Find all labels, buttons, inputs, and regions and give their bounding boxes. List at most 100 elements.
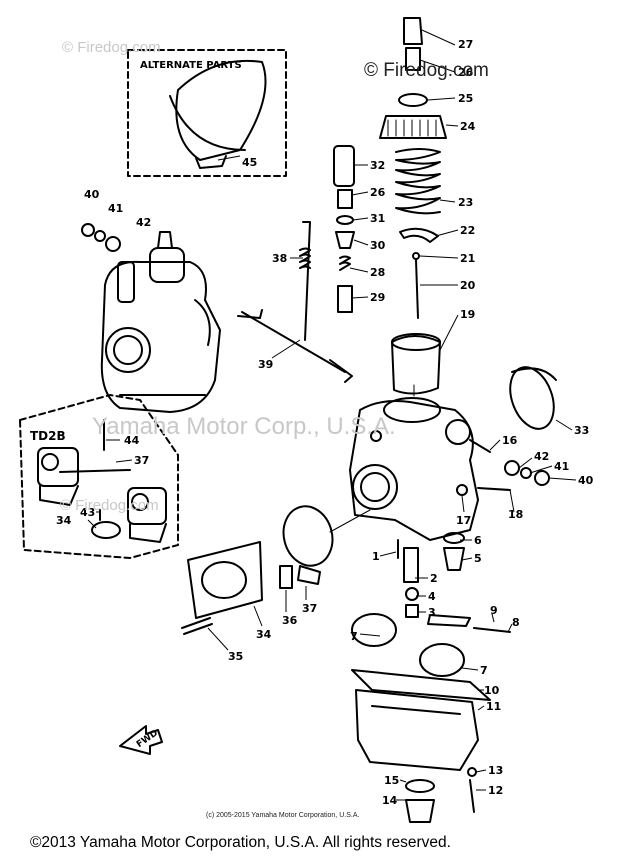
washer-6 — [443, 532, 465, 544]
callout-23: 23 — [458, 196, 473, 209]
main-jet-3 — [405, 604, 419, 618]
callout-4: 4 — [428, 590, 436, 603]
callout-25: 25 — [458, 92, 473, 105]
pilot-jet-5 — [443, 547, 465, 571]
nut-26 — [405, 47, 421, 71]
inset-carb-right — [127, 487, 167, 525]
callout-41-left: 41 — [108, 202, 123, 215]
gasket-10 — [351, 669, 491, 701]
adjuster-27 — [403, 17, 423, 45]
main-carb-mouth — [383, 397, 441, 423]
callout-36: 36 — [282, 614, 298, 627]
callout-24: 24 — [460, 120, 476, 133]
callout-10: 10 — [484, 684, 500, 697]
clip-22 — [399, 227, 439, 243]
washer-4 — [405, 587, 419, 601]
td2b-inset-box — [19, 394, 179, 559]
washer-41-right — [520, 467, 532, 479]
callout-16: 16 — [502, 434, 518, 447]
callout-32: 32 — [370, 159, 385, 172]
callout-38: 38 — [272, 252, 287, 265]
callout-22: 22 — [460, 224, 475, 237]
callout-39: 39 — [258, 358, 273, 371]
callout-19: 19 — [460, 308, 475, 321]
callout-40-right: 40 — [578, 474, 594, 487]
plunger-29 — [337, 285, 353, 313]
screw-26b — [337, 189, 353, 209]
return-spring-38 — [302, 221, 311, 341]
td2b-label: TD2B — [30, 429, 66, 443]
callout-34-inset: 34 — [56, 514, 72, 527]
screw-18 — [477, 487, 511, 491]
callout-31: 31 — [370, 212, 385, 225]
callout-41-right: 41 — [554, 460, 569, 473]
callout-20: 20 — [460, 279, 476, 292]
callout-37: 37 — [302, 602, 317, 615]
callout-13: 13 — [488, 764, 503, 777]
watermark-center: Yamaha Motor Corp., U.S.A. — [92, 413, 396, 440]
choke-cable-39 — [241, 311, 346, 373]
watermark-inset: © Firedog.com — [60, 497, 159, 514]
cap-24 — [379, 115, 447, 139]
callout-7-left: 7 — [350, 630, 358, 643]
callout-43: 43 — [80, 506, 95, 519]
alt-carb-body — [100, 260, 221, 413]
callout-9: 9 — [490, 604, 498, 617]
callout-18: 18 — [508, 508, 523, 521]
nut-30 — [335, 231, 355, 249]
spring-23 — [395, 148, 441, 215]
needle-jet-2 — [403, 547, 419, 583]
callout-30: 30 — [370, 239, 386, 252]
float-arm-9 — [427, 614, 471, 627]
callout-17: 17 — [456, 514, 471, 527]
callout-8: 8 — [512, 616, 520, 629]
float-7-right — [419, 643, 465, 677]
callout-7-right: 7 — [480, 664, 488, 677]
washer-41-left — [94, 230, 106, 242]
watermark-top-left: © Firedog.com — [62, 39, 161, 56]
callout-12: 12 — [488, 784, 503, 797]
clip-21 — [412, 252, 420, 260]
callout-14: 14 — [382, 794, 398, 807]
washer-42-right — [504, 460, 520, 476]
main-carb-inlet — [352, 464, 398, 510]
air-filter-33 — [509, 366, 555, 430]
callout-5: 5 — [474, 552, 482, 565]
spring-28 — [339, 255, 351, 271]
callout-11: 11 — [486, 700, 501, 713]
callout-40-left: 40 — [84, 188, 100, 201]
alt-carb-inlet — [105, 327, 151, 373]
callout-numbers: 27 26 25 24 23 22 21 20 19 32 26 31 30 2… — [56, 38, 594, 807]
cap-32 — [333, 145, 355, 187]
washer-25 — [398, 93, 428, 107]
washer-31 — [336, 215, 354, 225]
clamp-37 — [282, 505, 334, 567]
inset-clamp-34 — [91, 521, 121, 539]
throttle-slide-19 — [391, 335, 441, 395]
pin-8 — [473, 627, 511, 633]
manifold-34 — [187, 541, 263, 619]
callout-28: 28 — [370, 266, 385, 279]
nut-36 — [279, 565, 293, 589]
inset-carb-left — [37, 447, 79, 487]
nut-40-right — [534, 470, 550, 486]
copyright-notice: ©2013 Yamaha Motor Corporation, U.S.A. A… — [30, 834, 451, 851]
callout-35: 35 — [228, 650, 243, 663]
callout-21: 21 — [460, 252, 475, 265]
float-7-left — [351, 613, 397, 647]
callout-15: 15 — [384, 774, 399, 787]
alternate-parts-box — [127, 49, 287, 177]
bolt-35 — [181, 617, 213, 635]
callout-37-inset: 37 — [134, 454, 149, 467]
washer-42-left — [105, 236, 121, 252]
gasket-15 — [405, 779, 435, 793]
callout-3: 3 — [428, 606, 436, 619]
callout-27: 27 — [458, 38, 473, 51]
callout-6: 6 — [474, 534, 482, 547]
callout-34: 34 — [256, 628, 272, 641]
washer-13 — [467, 767, 477, 777]
screw-12 — [469, 779, 475, 813]
needle-20 — [415, 259, 419, 319]
air-funnel-45 — [175, 59, 267, 161]
